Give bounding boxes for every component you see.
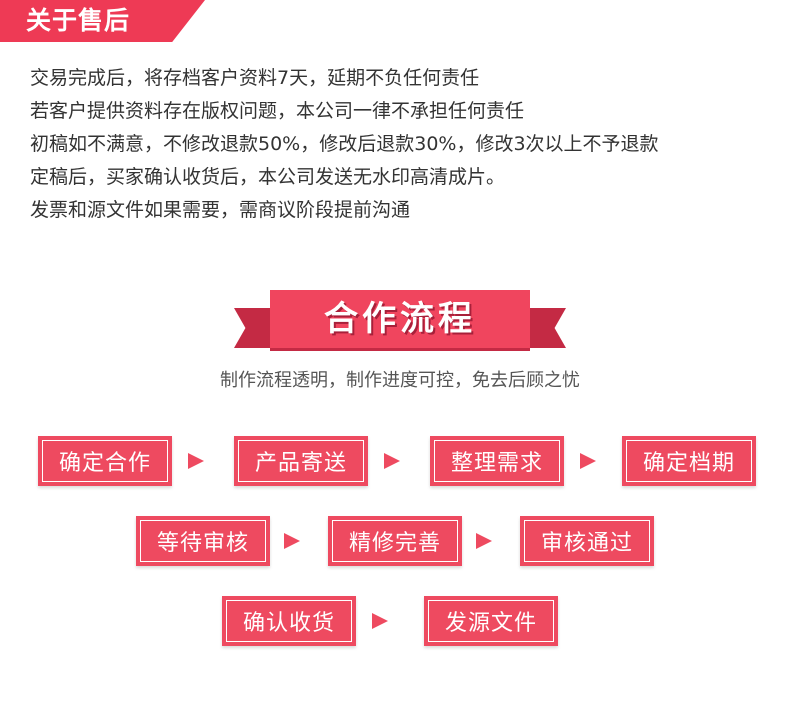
process-subtitle: 制作流程透明，制作进度可控，免去后顾之忧 <box>220 370 580 391</box>
section-tag-after-sales <box>0 0 205 42</box>
process-step: 确定档期 <box>622 436 756 486</box>
policy-line: 若客户提供资料存在版权问题，本公司一律不承担任何责任 <box>30 100 525 122</box>
section-title: 关于售后 <box>26 6 131 35</box>
process-step: 精修完善 <box>328 516 462 566</box>
process-step: 发源文件 <box>424 596 558 646</box>
process-step: 审核通过 <box>520 516 654 566</box>
process-step: 产品寄送 <box>234 436 368 486</box>
triangle-right-icon <box>580 453 596 469</box>
policy-line: 发票和源文件如果需要，需商议阶段提前沟通 <box>30 199 411 221</box>
process-step: 确定合作 <box>38 436 172 486</box>
triangle-right-icon <box>188 453 204 469</box>
process-step: 确认收货 <box>222 596 356 646</box>
triangle-right-icon <box>372 613 388 629</box>
policy-line: 定稿后，买家确认收货后，本公司发送无水印高清成片。 <box>30 166 506 188</box>
after-sales-policy-list: 交易完成后，将存档客户资料7天，延期不负任何责任 若客户提供资料存在版权问题，本… <box>30 62 659 227</box>
triangle-right-icon <box>284 533 300 549</box>
policy-line: 交易完成后，将存档客户资料7天，延期不负任何责任 <box>30 67 480 89</box>
process-ribbon-banner: 合作流程 <box>234 290 566 358</box>
triangle-right-icon <box>476 533 492 549</box>
process-title: 合作流程 <box>324 299 476 339</box>
policy-line: 初稿如不满意，不修改退款50%，修改后退款30%，修改3次以上不予退款 <box>30 133 659 155</box>
ribbon-face <box>270 290 530 348</box>
triangle-right-icon <box>384 453 400 469</box>
process-step: 整理需求 <box>430 436 564 486</box>
process-step: 等待审核 <box>136 516 270 566</box>
